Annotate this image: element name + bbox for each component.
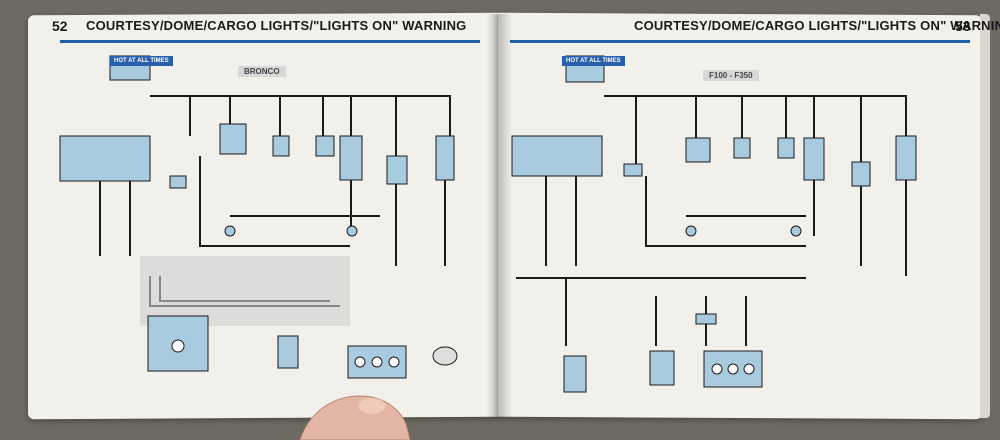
right-model-tag: F100 - F350 <box>703 70 759 81</box>
right-page-number: 53 <box>955 18 971 34</box>
right-fuse-label: HOT AT ALL TIMES <box>562 56 625 66</box>
left-wiring-diagram <box>59 55 458 379</box>
right-title-rule <box>510 40 970 43</box>
book-gutter <box>486 14 512 418</box>
hand-thumb <box>300 395 410 440</box>
left-fuse-label: HOT AT ALL TIMES <box>110 56 173 66</box>
left-model-tag: BRONCO <box>238 66 286 77</box>
left-page-number: 52 <box>52 18 68 34</box>
right-page-title: COURTESY/DOME/CARGO LIGHTS/"LIGHTS ON" W… <box>634 18 1000 33</box>
left-page-title: COURTESY/DOME/CARGO LIGHTS/"LIGHTS ON" W… <box>86 18 467 33</box>
left-title-rule <box>60 40 480 43</box>
right-wiring-diagram <box>511 55 917 393</box>
page-stack-edge <box>980 14 990 418</box>
